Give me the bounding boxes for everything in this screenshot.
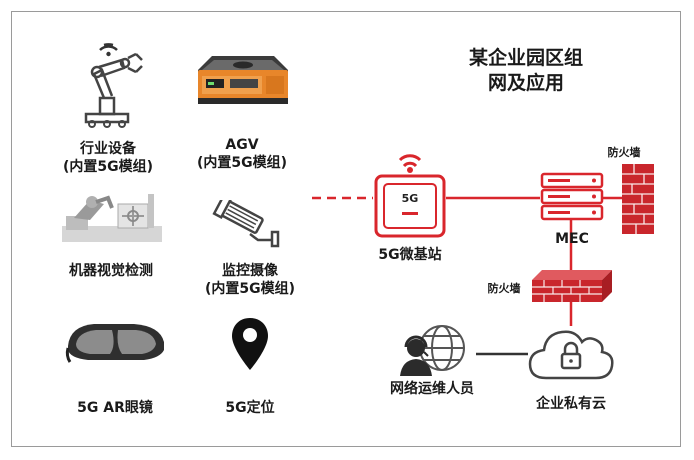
diagram-frame bbox=[11, 11, 681, 447]
diagram-title: 某企业园区组网及应用 bbox=[468, 47, 583, 94]
location-label: 5G定位 bbox=[225, 400, 275, 416]
firewall-icon bbox=[622, 164, 654, 234]
ar-glasses-icon bbox=[65, 324, 164, 363]
vision-inspection-icon bbox=[62, 194, 162, 242]
agv-label: AGV(内置5G模组) bbox=[196, 137, 288, 171]
firewall-mid-label: 防火墙 bbox=[487, 282, 521, 295]
location-pin-icon bbox=[232, 318, 268, 370]
small-cell-base-station-icon: 5G bbox=[374, 154, 446, 238]
agv-robot-icon bbox=[198, 56, 288, 104]
ops-label: 网络运维人员 bbox=[390, 381, 474, 397]
robot-arm-wifi-icon bbox=[84, 43, 143, 128]
vision-label: 机器视觉检测 bbox=[69, 263, 153, 279]
mec-label: MEC bbox=[555, 231, 589, 247]
firewall-icon bbox=[532, 270, 612, 302]
surveillance-camera-icon bbox=[212, 200, 280, 248]
firewall-top-label: 防火墙 bbox=[607, 146, 641, 159]
private-cloud-lock-icon bbox=[528, 330, 614, 380]
server-icon bbox=[540, 172, 604, 221]
ar-label: 5G AR眼镜 bbox=[77, 400, 153, 416]
industrial-device-label: 行业设备(内置5G模组) bbox=[62, 141, 154, 175]
station-badge-text: 5G bbox=[402, 192, 419, 205]
ops-engineer-globe-icon bbox=[400, 325, 465, 376]
cloud-label: 企业私有云 bbox=[536, 396, 606, 412]
station-label: 5G微基站 bbox=[378, 247, 442, 263]
camera-label: 监控摄像(内置5G模组) bbox=[204, 263, 296, 297]
